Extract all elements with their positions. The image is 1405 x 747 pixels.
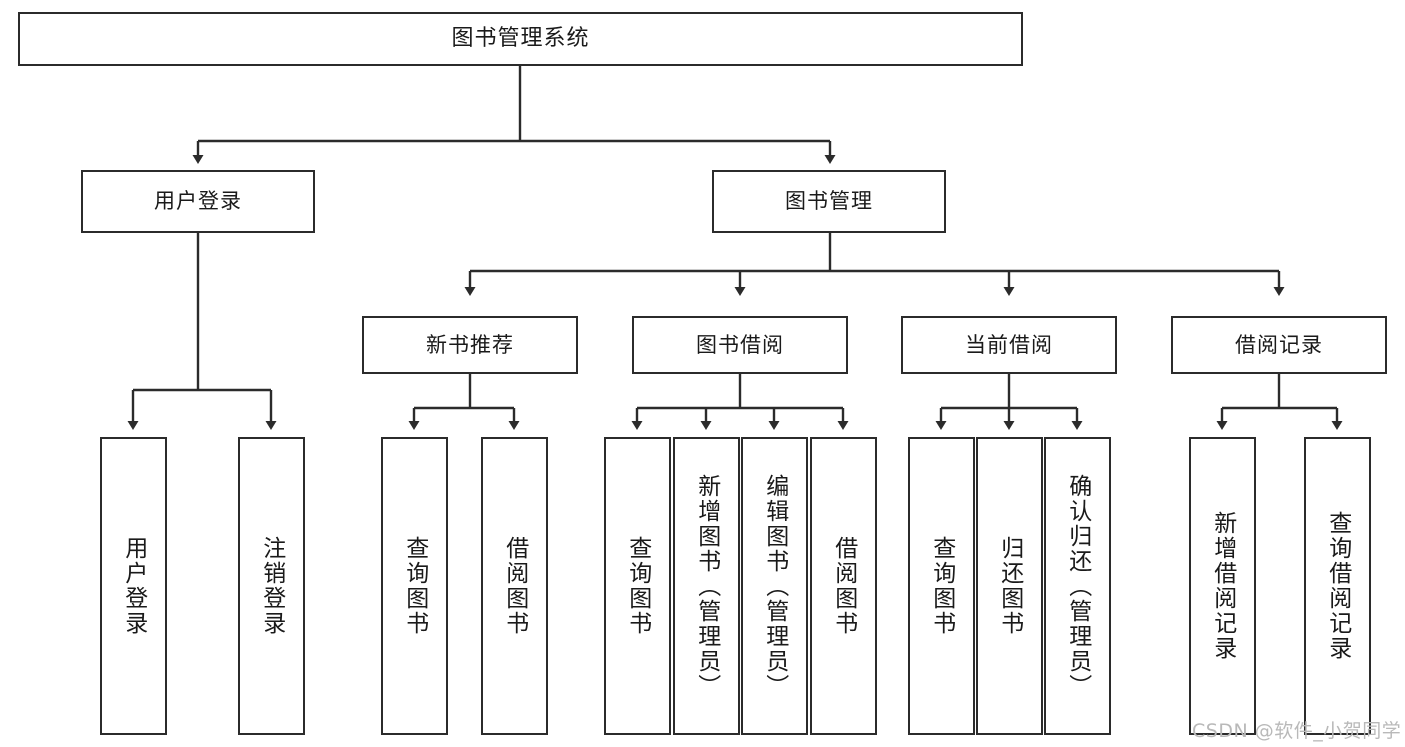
node-book-borrow[interactable]: 图书借阅 <box>632 316 848 374</box>
node-book-manage[interactable]: 图书管理 <box>712 170 946 233</box>
node-label: 借阅图书 <box>830 536 857 636</box>
node-label: 查询图书 <box>624 536 651 636</box>
leaf-return-book[interactable]: 归还图书 <box>976 437 1043 735</box>
leaf-edit-book[interactable]: 编辑图书（管理员） <box>741 437 808 735</box>
node-label: 编辑图书（管理员） <box>761 473 788 699</box>
leaf-query-borrow-record[interactable]: 查询借阅记录 <box>1304 437 1371 735</box>
leaf-query-book-borrow[interactable]: 查询图书 <box>604 437 671 735</box>
node-label: 归还图书 <box>996 536 1023 636</box>
node-label: 查询借阅记录 <box>1324 511 1351 661</box>
node-label: 当前借阅 <box>965 332 1053 357</box>
node-label: 图书管理系统 <box>451 26 590 52</box>
leaf-user-login[interactable]: 用户登录 <box>100 437 167 735</box>
node-label: 用户登录 <box>120 536 147 636</box>
leaf-add-borrow-record[interactable]: 新增借阅记录 <box>1189 437 1256 735</box>
leaf-borrow-book[interactable]: 借阅图书 <box>810 437 877 735</box>
node-label: 确认归还（管理员） <box>1064 473 1091 699</box>
node-label: 借阅记录 <box>1235 332 1323 357</box>
node-label: 图书借阅 <box>696 332 784 357</box>
node-label: 新增借阅记录 <box>1209 511 1236 661</box>
leaf-borrow-book-new[interactable]: 借阅图书 <box>481 437 548 735</box>
node-borrow-record[interactable]: 借阅记录 <box>1171 316 1387 374</box>
node-label: 查询图书 <box>401 536 428 636</box>
node-label: 图书管理 <box>785 189 873 214</box>
leaf-query-book-current[interactable]: 查询图书 <box>908 437 975 735</box>
csdn-watermark: CSDN @软件_小贺同学 <box>1192 720 1402 742</box>
leaf-add-book[interactable]: 新增图书（管理员） <box>673 437 740 735</box>
node-label: 用户登录 <box>154 189 242 214</box>
node-user-login[interactable]: 用户登录 <box>81 170 315 233</box>
node-label: 新书推荐 <box>426 332 514 357</box>
leaf-confirm-return[interactable]: 确认归还（管理员） <box>1044 437 1111 735</box>
leaf-query-book-new[interactable]: 查询图书 <box>381 437 448 735</box>
node-label: 注销登录 <box>258 536 285 636</box>
node-root-system[interactable]: 图书管理系统 <box>18 12 1023 66</box>
node-label: 借阅图书 <box>501 536 528 636</box>
node-new-book-recommend[interactable]: 新书推荐 <box>362 316 578 374</box>
leaf-user-logout[interactable]: 注销登录 <box>238 437 305 735</box>
node-current-borrow[interactable]: 当前借阅 <box>901 316 1117 374</box>
node-label: 查询图书 <box>928 536 955 636</box>
node-label: 新增图书（管理员） <box>693 473 720 699</box>
